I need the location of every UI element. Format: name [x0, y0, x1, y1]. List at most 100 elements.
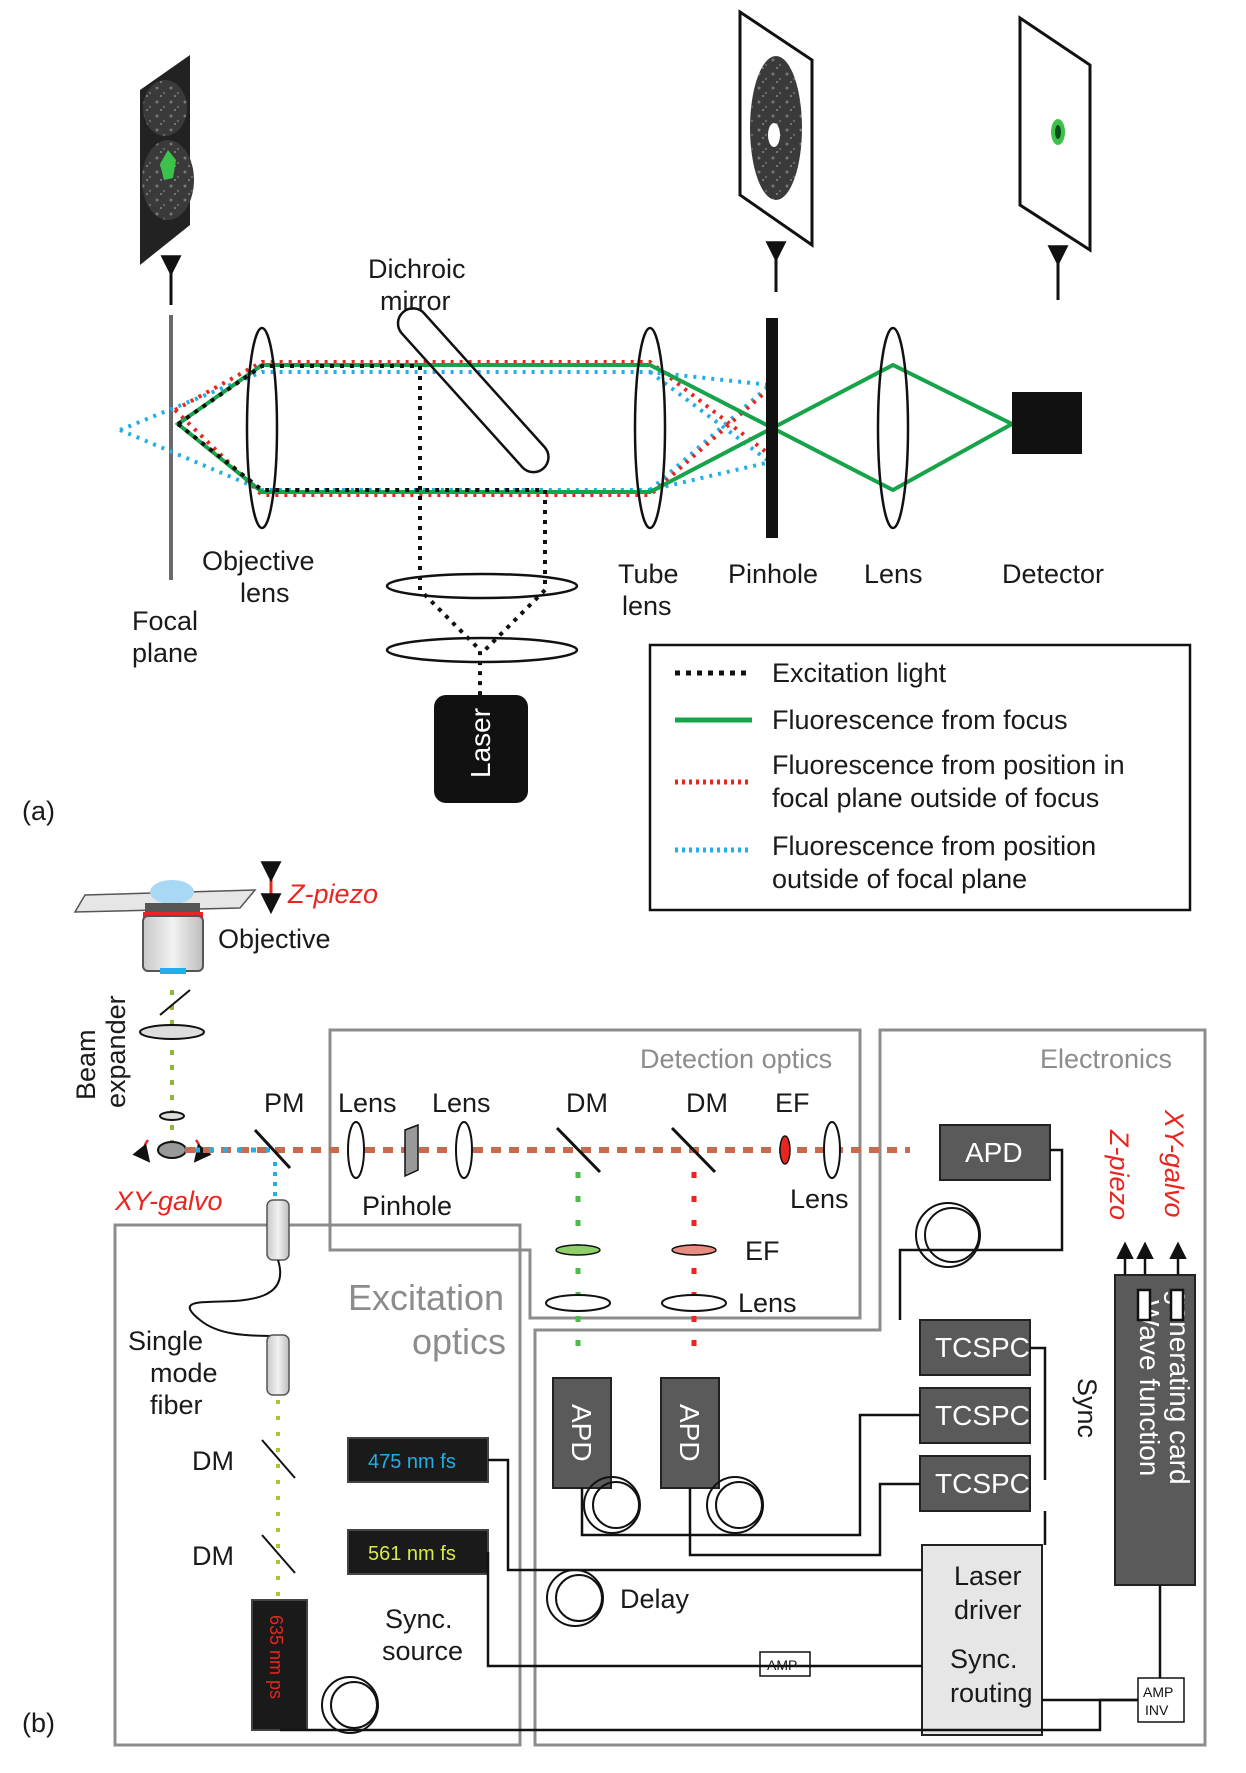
laser-driver-label-1: Laser: [954, 1561, 1022, 1591]
legend-label-red-1: Fluorescence from position in: [772, 750, 1125, 780]
dm-lower2-label: DM: [192, 1541, 234, 1571]
dm-lower1-label: DM: [192, 1446, 234, 1476]
objective-lens: [245, 326, 279, 530]
dichroic-label-1: Dichroic: [368, 254, 466, 284]
laser-lens-upper: [385, 572, 579, 600]
focal-plane-label-1: Focal: [132, 606, 198, 636]
ef-mid-label: EF: [745, 1236, 780, 1266]
single-mode-fiber: [188, 1259, 282, 1341]
pinhole-image-panel: [738, 9, 814, 248]
lens1-label: Lens: [338, 1088, 397, 1118]
lens-top-label: Lens: [790, 1184, 849, 1214]
dm-1: [555, 1126, 602, 1174]
pm-label: PM: [264, 1088, 305, 1118]
objective-blue-band: [160, 968, 186, 974]
excitation-optics-label-1: Excitation: [348, 1277, 504, 1318]
cable-coils: [321, 1202, 981, 1734]
tube-lens-label-2: lens: [622, 591, 672, 621]
apd-main-label: APD: [965, 1137, 1023, 1168]
legend: Excitation light Fluorescence from focus…: [648, 643, 1192, 912]
pinhole-label: Pinhole: [362, 1191, 452, 1221]
detection-optics-label: Detection optics: [640, 1044, 832, 1074]
wfc-label-1: Wave function: [1134, 1300, 1165, 1476]
laser-driver-label-2: driver: [954, 1595, 1022, 1625]
panel-a-label: (a): [22, 796, 55, 826]
tcspc-2: [919, 1387, 1031, 1444]
laser-635-box: [251, 1599, 308, 1731]
lens-mid-label: Lens: [738, 1288, 797, 1318]
pinhole-plate: [766, 318, 778, 538]
objective-lens-label-2: lens: [240, 578, 290, 608]
sync-source-label-2: source: [382, 1636, 463, 1666]
lens-label: Lens: [864, 559, 923, 589]
det-lens-2: [455, 1121, 473, 1179]
dm1-label: DM: [566, 1088, 608, 1118]
sync-source-label-1: Sync.: [385, 1604, 453, 1634]
detector-label: Detector: [1002, 559, 1104, 589]
dichroic-mirror: [396, 307, 550, 474]
z-piezo-label: Z-piezo: [287, 879, 378, 909]
panel-b-label: (b): [22, 1708, 55, 1738]
legend-label-excitation: Excitation light: [772, 658, 947, 688]
laser-475-label: 475 nm fs: [368, 1451, 456, 1473]
det-lens-1: [347, 1121, 365, 1179]
galvo-mirror: [157, 1141, 187, 1159]
lens-green: [545, 1294, 611, 1312]
amp-inv-label-2: INV: [1145, 1702, 1169, 1718]
apd-main: [939, 1124, 1051, 1181]
ef-top-label: EF: [775, 1088, 810, 1118]
fiber-label-2: mode: [150, 1358, 218, 1388]
apd-vertical-2: [660, 1377, 720, 1489]
tcspc-1-label: TCSPC: [935, 1332, 1030, 1363]
electronics-label: Electronics: [1040, 1044, 1172, 1074]
panel-a: Laser Dichroic mirror Objective lens Foc…: [22, 9, 1192, 912]
fiber-coupler-top: [266, 1199, 290, 1261]
wfc-label-2: generating card: [1164, 1290, 1195, 1485]
focal-plane-label-2: plane: [132, 638, 198, 668]
objective-label: Objective: [218, 924, 331, 954]
objective-lens-label-1: Objective: [202, 546, 315, 576]
beam-expander-label-2: expander: [101, 995, 131, 1108]
lens2-label: Lens: [432, 1088, 491, 1118]
pm-mirror: [253, 1128, 292, 1170]
dichroic-label-2: mirror: [380, 286, 450, 316]
legend-label-blue-2: outside of focal plane: [772, 864, 1027, 894]
ef-top-filter: [779, 1135, 791, 1165]
wiring: [280, 1148, 1162, 1732]
objective-body: [142, 915, 204, 972]
ef-red: [671, 1244, 717, 1256]
excitation-optics-label-2: optics: [412, 1321, 506, 1362]
ef-green: [555, 1244, 601, 1256]
z-piezo-out-label: Z-piezo: [1104, 1129, 1134, 1220]
apd-vertical-1: [552, 1377, 612, 1489]
fold-mirror: [159, 989, 191, 1016]
lens-red: [661, 1294, 727, 1312]
amp-inv-label-1: AMP: [1143, 1684, 1173, 1700]
xy-galvo-label: XY-galvo: [114, 1186, 223, 1216]
laser-driver-label-3: Sync.: [950, 1644, 1018, 1674]
wave-function-card: [1114, 1274, 1196, 1586]
fiber-label-3: fiber: [150, 1390, 203, 1420]
laser-box: [434, 695, 528, 803]
legend-label-red-2: focal plane outside of focus: [772, 783, 1099, 813]
panel-b: Detection optics Electronics Excitation …: [71, 861, 1207, 1747]
electronics-box: [533, 1028, 1207, 1747]
dm-2: [670, 1126, 717, 1174]
sample-drop: [150, 880, 194, 904]
relay-lens: [876, 326, 910, 530]
laser-lens-lower: [385, 636, 579, 664]
legend-label-focus: Fluorescence from focus: [772, 705, 1068, 735]
laser-label: Laser: [465, 708, 496, 778]
sync-label: Sync: [1072, 1378, 1102, 1438]
amp-inv-box: [1137, 1677, 1185, 1723]
sample-image-panel: [140, 55, 194, 265]
detection-optics-box: [328, 1028, 862, 1320]
expander-lens-1: [139, 1024, 205, 1040]
dm-lower-1: [261, 1439, 296, 1479]
pinhole-element: [404, 1123, 419, 1178]
legend-box: [648, 643, 1192, 912]
beam-expander-label-1: Beam: [71, 1029, 101, 1100]
objective-tip: [145, 903, 200, 913]
